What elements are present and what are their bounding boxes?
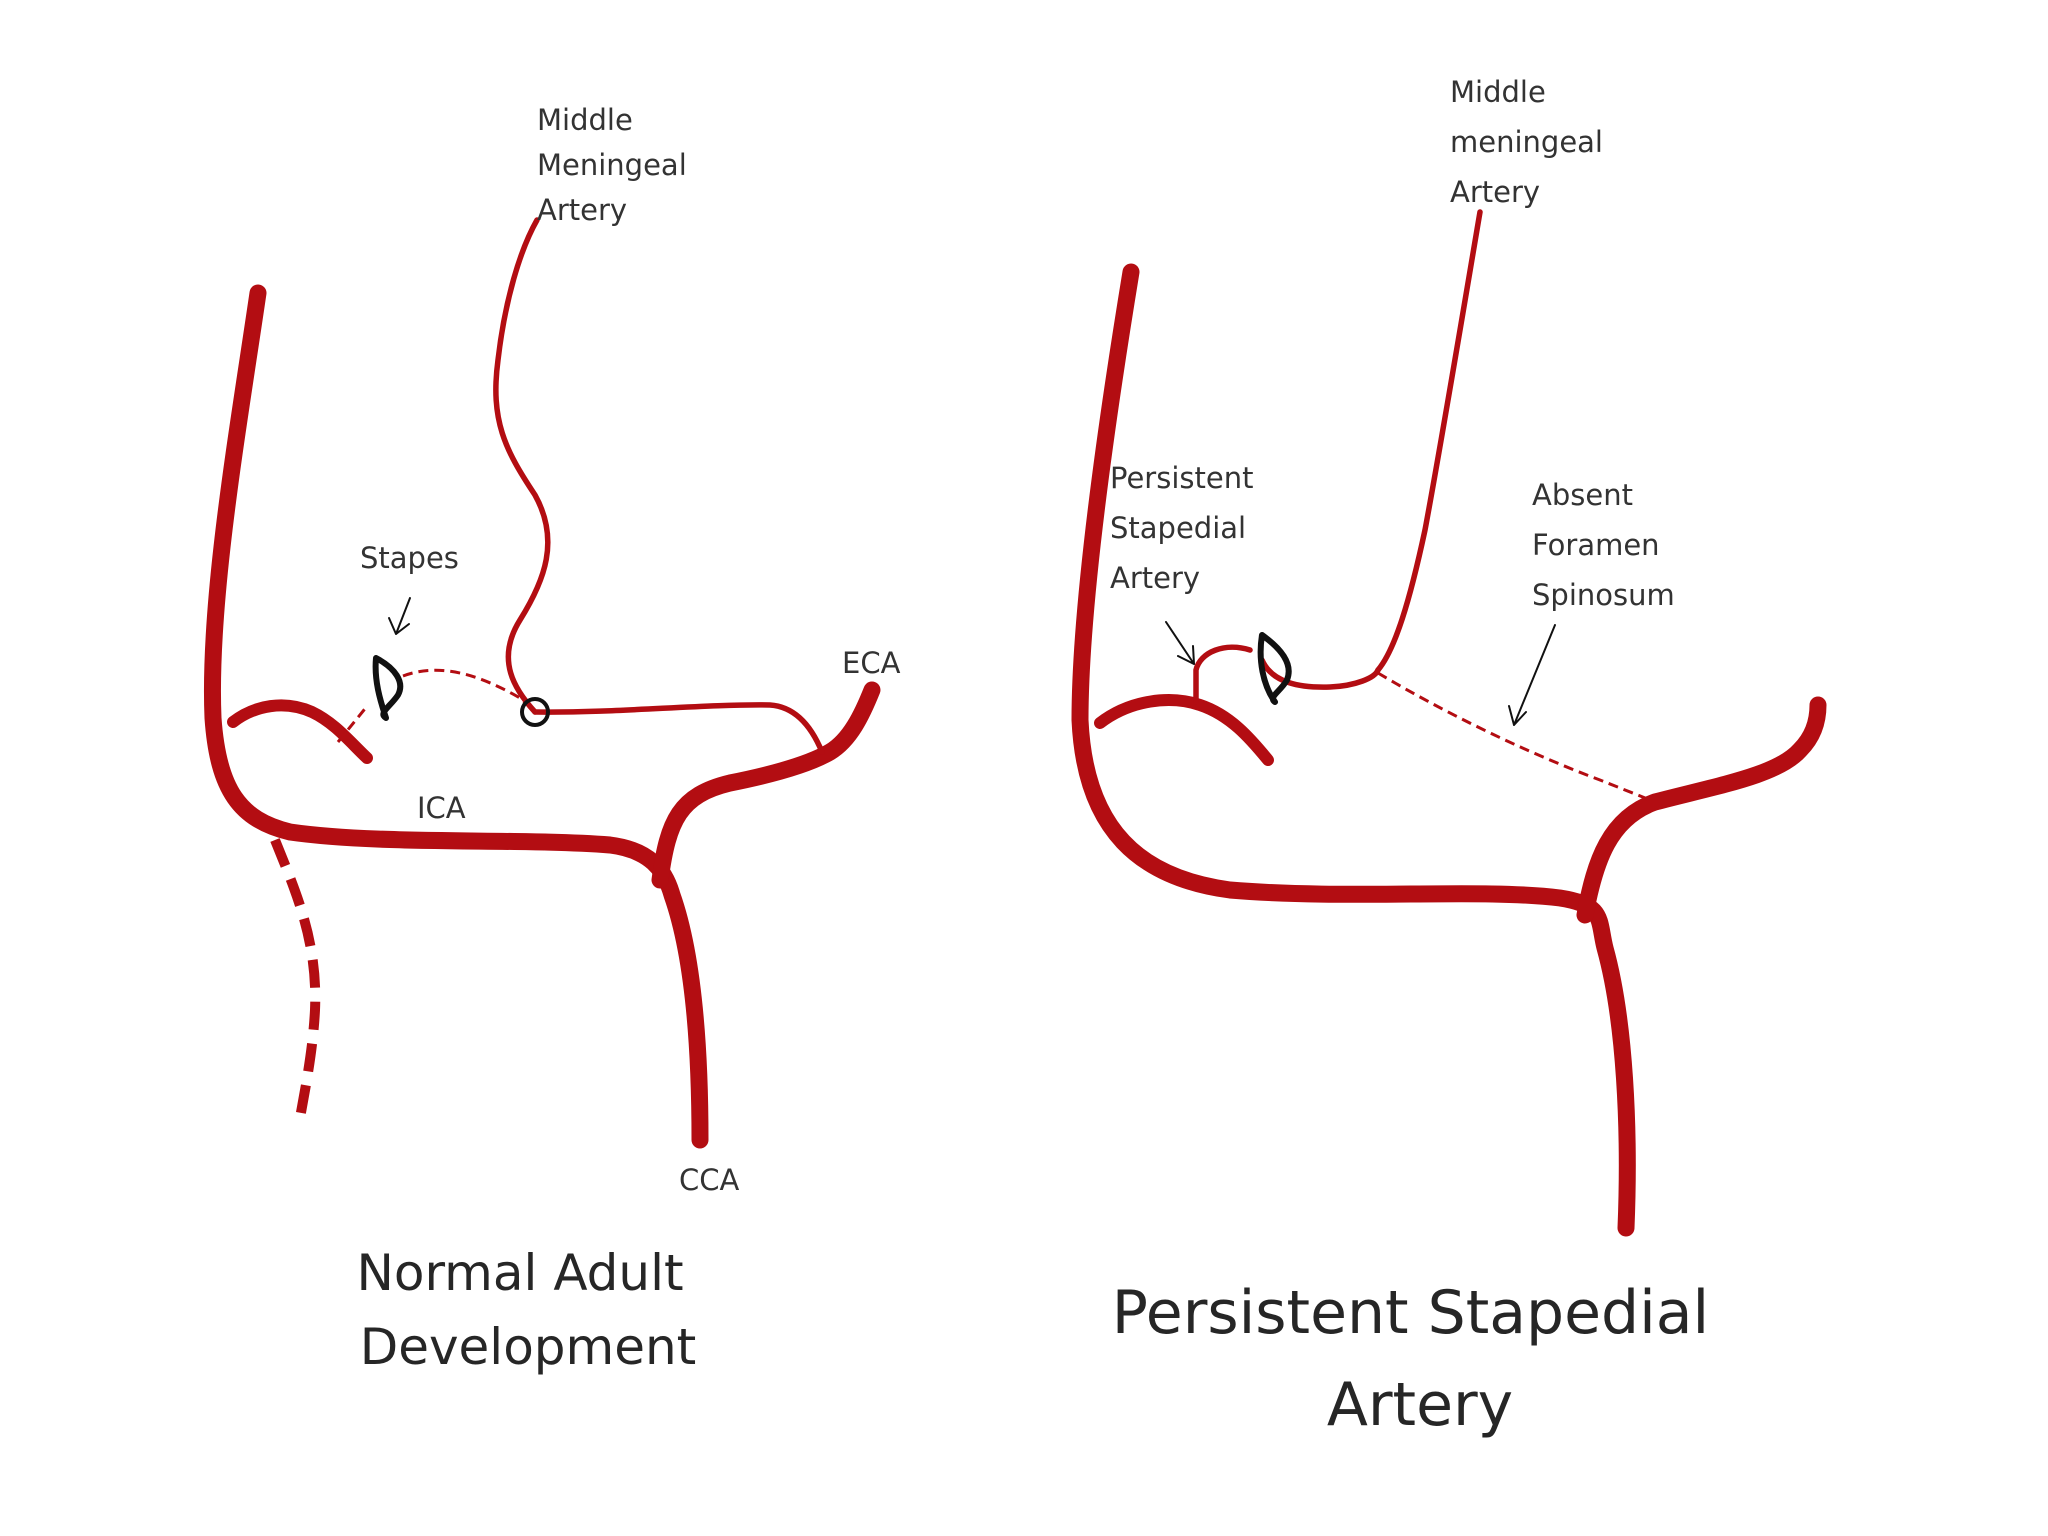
left-mma-label: Middle Meningeal Artery <box>537 103 696 227</box>
left-regressed-stapedial-artery <box>402 668 535 712</box>
persistent-stapedial-label: Persistent Stapedial Artery <box>1110 461 1263 595</box>
right-eca-trunk <box>1576 696 1827 924</box>
cca-label: CCA <box>679 1163 739 1197</box>
left-regressed-vessel <box>270 838 321 1119</box>
left-stapedial-remnant <box>336 704 370 743</box>
left-middle-meningeal-artery <box>493 217 551 715</box>
left-foramen-spinosum-circle <box>520 697 550 727</box>
right-absent-foramen-connection <box>1377 671 1651 802</box>
left-middle-ear-branch <box>227 699 373 764</box>
right-ica-vessel <box>1071 263 1636 1237</box>
stapes-label: Stapes <box>360 541 459 575</box>
left-ica-vessel <box>203 284 709 1149</box>
right-mma-label: Middle meningeal Artery <box>1450 75 1612 209</box>
right-middle-ear-branch <box>1094 694 1274 766</box>
eca-label: ECA <box>842 646 901 680</box>
right-middle-meningeal-artery <box>1375 209 1483 673</box>
right-persistent-stapedial-arrow <box>1165 621 1195 665</box>
left-stapes-shape <box>372 655 404 721</box>
left-caption: Normal Adult Development <box>357 1244 700 1376</box>
right-persistent-stapedial-artery <box>1193 644 1253 705</box>
absent-foramen-label: Absent Foramen Spinosum <box>1532 478 1675 612</box>
ica-label: ICA <box>417 791 466 825</box>
right-absent-foramen-arrow <box>1508 624 1556 726</box>
left-mma-to-eca-connection <box>532 702 825 755</box>
left-eca-trunk <box>651 681 881 889</box>
left-stapes-arrow <box>388 597 411 635</box>
persistent-stapedial-diagram: Middle meningeal Artery Persistent Stape… <box>1071 75 1827 1440</box>
right-stapedial-to-mma-connection <box>1259 657 1381 690</box>
normal-adult-diagram: Middle Meningeal Artery Stapes ECA ICA C… <box>203 103 901 1376</box>
right-caption: Persistent Stapedial Artery <box>1112 1278 1729 1440</box>
right-stapes-shape <box>1257 632 1292 705</box>
